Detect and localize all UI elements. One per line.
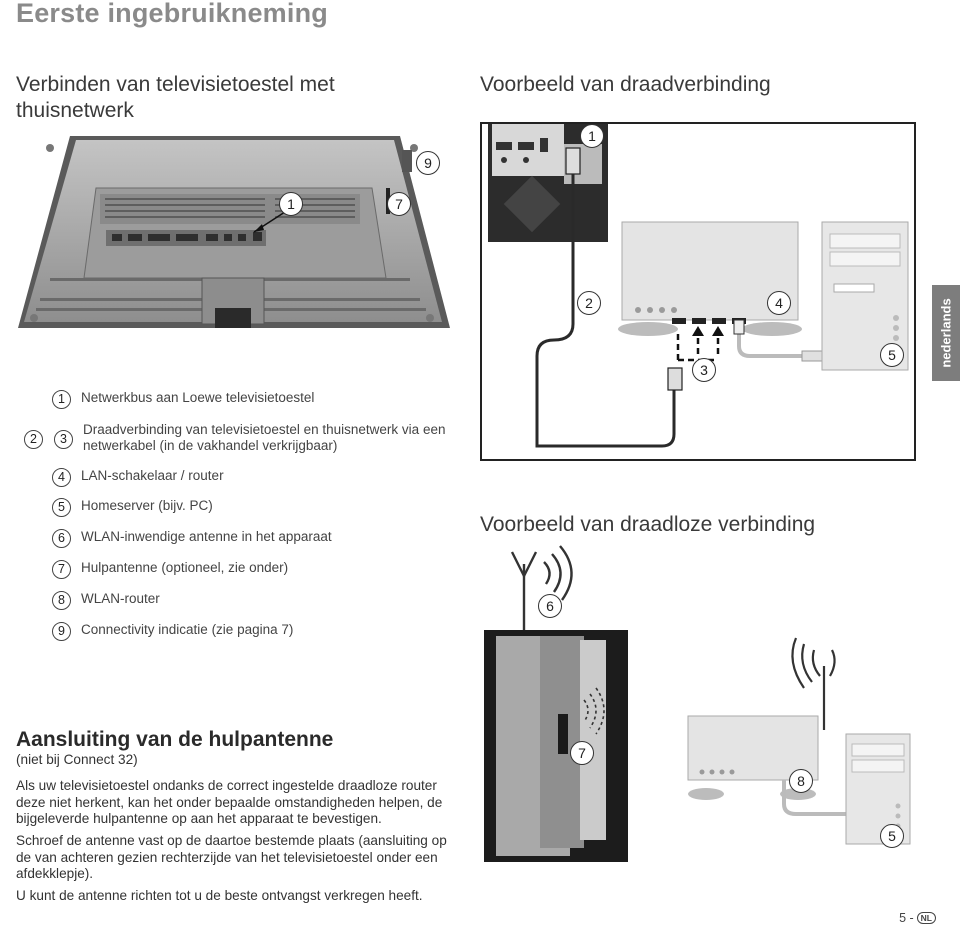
- callout-7-wireless: 7: [570, 741, 594, 765]
- legend-text: Connectivity indicatie (zie pagina 7): [81, 622, 294, 637]
- antenna-section-heading: Aansluiting van de hulpantenne: [16, 728, 334, 751]
- section-heading-wireless: Voorbeeld van draadloze verbinding: [480, 513, 816, 536]
- legend-text: Homeserver (bijv. PC): [81, 498, 213, 513]
- legend-num: 6: [52, 529, 71, 548]
- legend-item-9: 9 Connectivity indicatie (zie pagina 7): [52, 622, 293, 641]
- callout-2-wired: 2: [577, 291, 601, 315]
- antenna-section-subheading: (niet bij Connect 32): [16, 752, 138, 767]
- callout-9-tv: 9: [416, 151, 440, 175]
- page-title: Eerste ingebruikneming: [16, 0, 328, 28]
- legend-item-6: 6 WLAN-inwendige antenne in het apparaat: [52, 529, 332, 548]
- legend-text: WLAN-router: [81, 591, 160, 606]
- legend-num: 1: [52, 390, 71, 409]
- language-label: nederlands: [938, 298, 954, 368]
- legend-text: Draadverbinding van televisietoestel en …: [83, 422, 445, 454]
- paragraph-line: Als uw televisietoestel ondanks de corre…: [16, 778, 437, 793]
- legend-item-2-3: 2 3 Draadverbinding van televisietoestel…: [24, 422, 445, 454]
- paragraph-line: afdekklepje).: [16, 866, 94, 881]
- legend-item-1: 1 Netwerkbus aan Loewe televisietoestel: [52, 390, 314, 409]
- antenna-paragraph-1: Als uw televisietoestel ondanks de corre…: [16, 778, 456, 828]
- callout-6-wireless: 6: [538, 594, 562, 618]
- paragraph-line: bijgeleverde hulpantenne op aan het appa…: [16, 811, 382, 826]
- legend-item-4: 4 LAN-schakelaar / router: [52, 468, 224, 487]
- legend-num: 8: [52, 591, 71, 610]
- legend-item-5: 5 Homeserver (bijv. PC): [52, 498, 213, 517]
- heading-line-2: thuisnetwerk: [16, 99, 134, 122]
- heading-line-1: Verbinden van televisietoestel met: [16, 73, 335, 96]
- legend-text: LAN-schakelaar / router: [81, 468, 224, 483]
- callout-1-tv: 1: [279, 192, 303, 216]
- language-side-tab: nederlands: [932, 285, 960, 381]
- legend-text-line: Draadverbinding van televisietoestel en …: [83, 422, 446, 437]
- callout-1-wired: 1: [580, 124, 604, 148]
- legend-num: 3: [54, 430, 73, 449]
- callout-4-wired: 4: [767, 291, 791, 315]
- antenna-paragraph-2: Schroef de antenne vast op de daartoe be…: [16, 833, 456, 883]
- callout-5-wired: 5: [880, 343, 904, 367]
- legend-text: WLAN-inwendige antenne in het apparaat: [81, 529, 332, 544]
- callout-5-wireless: 5: [880, 824, 904, 848]
- legend-num: 7: [52, 560, 71, 579]
- wireless-diagram: [484, 545, 911, 862]
- legend-text: Netwerkbus aan Loewe televisietoestel: [81, 390, 315, 405]
- page-footer: 5 - NL: [899, 911, 936, 925]
- wired-diagram: [488, 124, 909, 448]
- legend-item-7: 7 Hulpantenne (optioneel, zie onder): [52, 560, 288, 579]
- legend-text-line: netwerkabel (in de vakhandel verkrijgbaa…: [83, 438, 338, 453]
- callout-8-wireless: 8: [789, 769, 813, 793]
- section-heading-wired: Voorbeeld van draadverbinding: [480, 73, 771, 96]
- callout-7-tv: 7: [387, 192, 411, 216]
- wired-connection-panel: [480, 122, 916, 461]
- legend-num: 2: [24, 430, 43, 449]
- language-badge: NL: [916, 912, 936, 924]
- section-heading-tv-network: Verbinden van televisietoestel met thuis…: [16, 72, 335, 124]
- paragraph-line: Schroef de antenne vast op de daartoe be…: [16, 833, 447, 848]
- legend-num: 4: [52, 468, 71, 487]
- paragraph-line: deze niet herkent, kan het onder bepaald…: [16, 794, 443, 810]
- legend-item-8: 8 WLAN-router: [52, 591, 160, 610]
- callout-3-wired: 3: [692, 358, 716, 382]
- antenna-paragraph-3: U kunt de antenne richten tot u de beste…: [16, 888, 423, 903]
- legend-num: 5: [52, 498, 71, 517]
- legend-num: 9: [52, 622, 71, 641]
- legend-text: Hulpantenne (optioneel, zie onder): [81, 560, 289, 575]
- paragraph-line: de van achteren gezien rechterzijde van …: [16, 849, 438, 865]
- page-number: 5 -: [899, 911, 914, 925]
- tv-back-illustration: [18, 136, 450, 328]
